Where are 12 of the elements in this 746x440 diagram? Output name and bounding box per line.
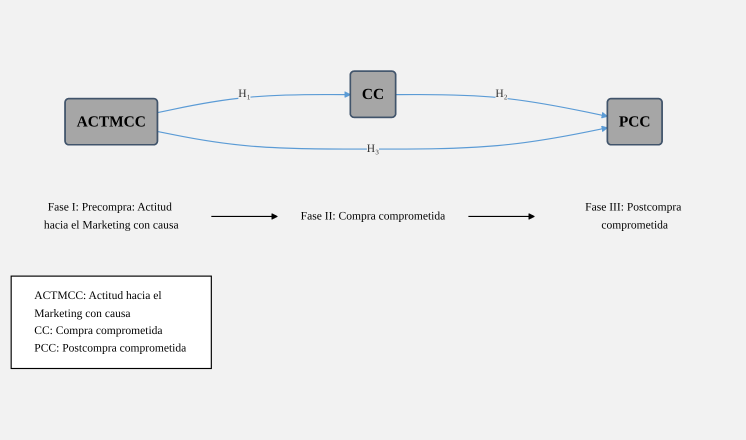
node-text: Fase II: Compra comprometida bbox=[300, 210, 446, 223]
node-box: ACTMCC: Actitud hacia el Marketing con causa CC: Compra comprometida PCC: Postcompra comprometida bbox=[10, 276, 212, 370]
node-text: Fase I: Precompra: Actitud hacia el Marketing con causa bbox=[44, 202, 179, 232]
arrow bbox=[158, 91, 352, 114]
edge-label: H₂ bbox=[495, 88, 508, 100]
arrow bbox=[468, 213, 535, 220]
edge-label: H₃ bbox=[366, 142, 380, 156]
arrow bbox=[211, 213, 278, 220]
arrow bbox=[396, 94, 608, 119]
arrow bbox=[158, 126, 608, 150]
node-text: Fase III: Postcompra comprometida bbox=[585, 202, 682, 232]
edge-label: H₁ bbox=[238, 88, 251, 100]
